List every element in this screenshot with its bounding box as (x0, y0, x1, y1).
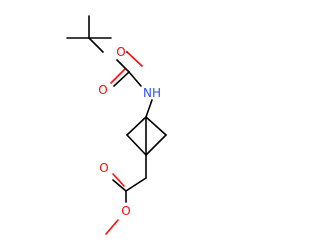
atom-label-carbamate-ester-o: O (116, 45, 125, 59)
atom-label-ester-carbonyl-o: O (99, 161, 108, 175)
bond-carbonyl-c-to-o-double-a (113, 71, 130, 87)
bond-carbonyl-c-to-n (128, 71, 142, 87)
bond-o-to-carbonyl-c (126, 51, 143, 67)
tert-butyl-group (66, 15, 112, 53)
bond-ch2-to-carbonyl-c (125, 177, 147, 192)
bond-n-to-bridgehead-top (145, 99, 153, 118)
bond-cage-top-right (145, 116, 167, 136)
bond-cage-left-bottom (126, 134, 147, 156)
atom-label-carbamate-carbonyl-o: O (98, 83, 107, 97)
boc-carbamate-group (110, 51, 143, 87)
bond-methoxy-o-to-methyl (105, 219, 119, 235)
bond-cage-top-left (126, 116, 147, 136)
bond-ester-carbonyl-double-a (112, 179, 127, 192)
atom-label-ester-methoxy-o: O (121, 204, 130, 218)
atom-label-nh: NH (143, 86, 161, 100)
bicyclopentane-core (126, 99, 167, 156)
bond-o-to-c-link (116, 59, 130, 73)
bond-cage-right-bottom (145, 134, 167, 156)
methyl-acetate-group (105, 154, 147, 235)
bond-ester-carbonyl-double-b (112, 173, 125, 187)
bond-carbonyl-c-to-o-double-b (110, 68, 126, 84)
bond-tbu-to-o (88, 37, 104, 53)
bicyclopentane-structure-diagram: O O NH O O (66, 15, 167, 235)
